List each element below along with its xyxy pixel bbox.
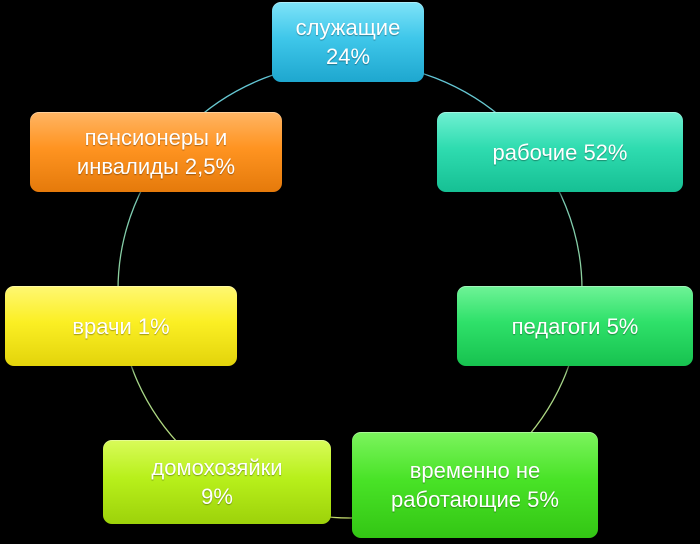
node-housewives-line1: домохозяйки bbox=[151, 455, 283, 480]
node-housewives: домохозяйки 9% bbox=[103, 440, 331, 524]
node-teachers: педагоги 5% bbox=[457, 286, 693, 366]
node-housewives-line2: 9% bbox=[201, 484, 233, 509]
node-unemployed: временно не работающие 5% bbox=[352, 432, 598, 538]
node-workers-line1: рабочие 52% bbox=[492, 139, 628, 165]
node-employees: служащие 24% bbox=[272, 2, 424, 82]
node-pensioners-line1: пенсионеры и bbox=[84, 125, 228, 150]
node-doctors-line1: врачи 1% bbox=[72, 313, 170, 339]
node-workers: рабочие 52% bbox=[437, 112, 683, 192]
node-employees-line1: служащие bbox=[295, 15, 401, 40]
node-pensioners: пенсионеры и инвалиды 2,5% bbox=[30, 112, 282, 192]
node-unemployed-line2: работающие 5% bbox=[391, 487, 559, 512]
node-teachers-line1: педагоги 5% bbox=[511, 313, 639, 339]
node-unemployed-line1: временно не bbox=[409, 458, 541, 483]
node-doctors: врачи 1% bbox=[5, 286, 237, 366]
node-employees-line2: 24% bbox=[325, 44, 371, 69]
node-pensioners-line2: инвалиды 2,5% bbox=[76, 154, 236, 179]
